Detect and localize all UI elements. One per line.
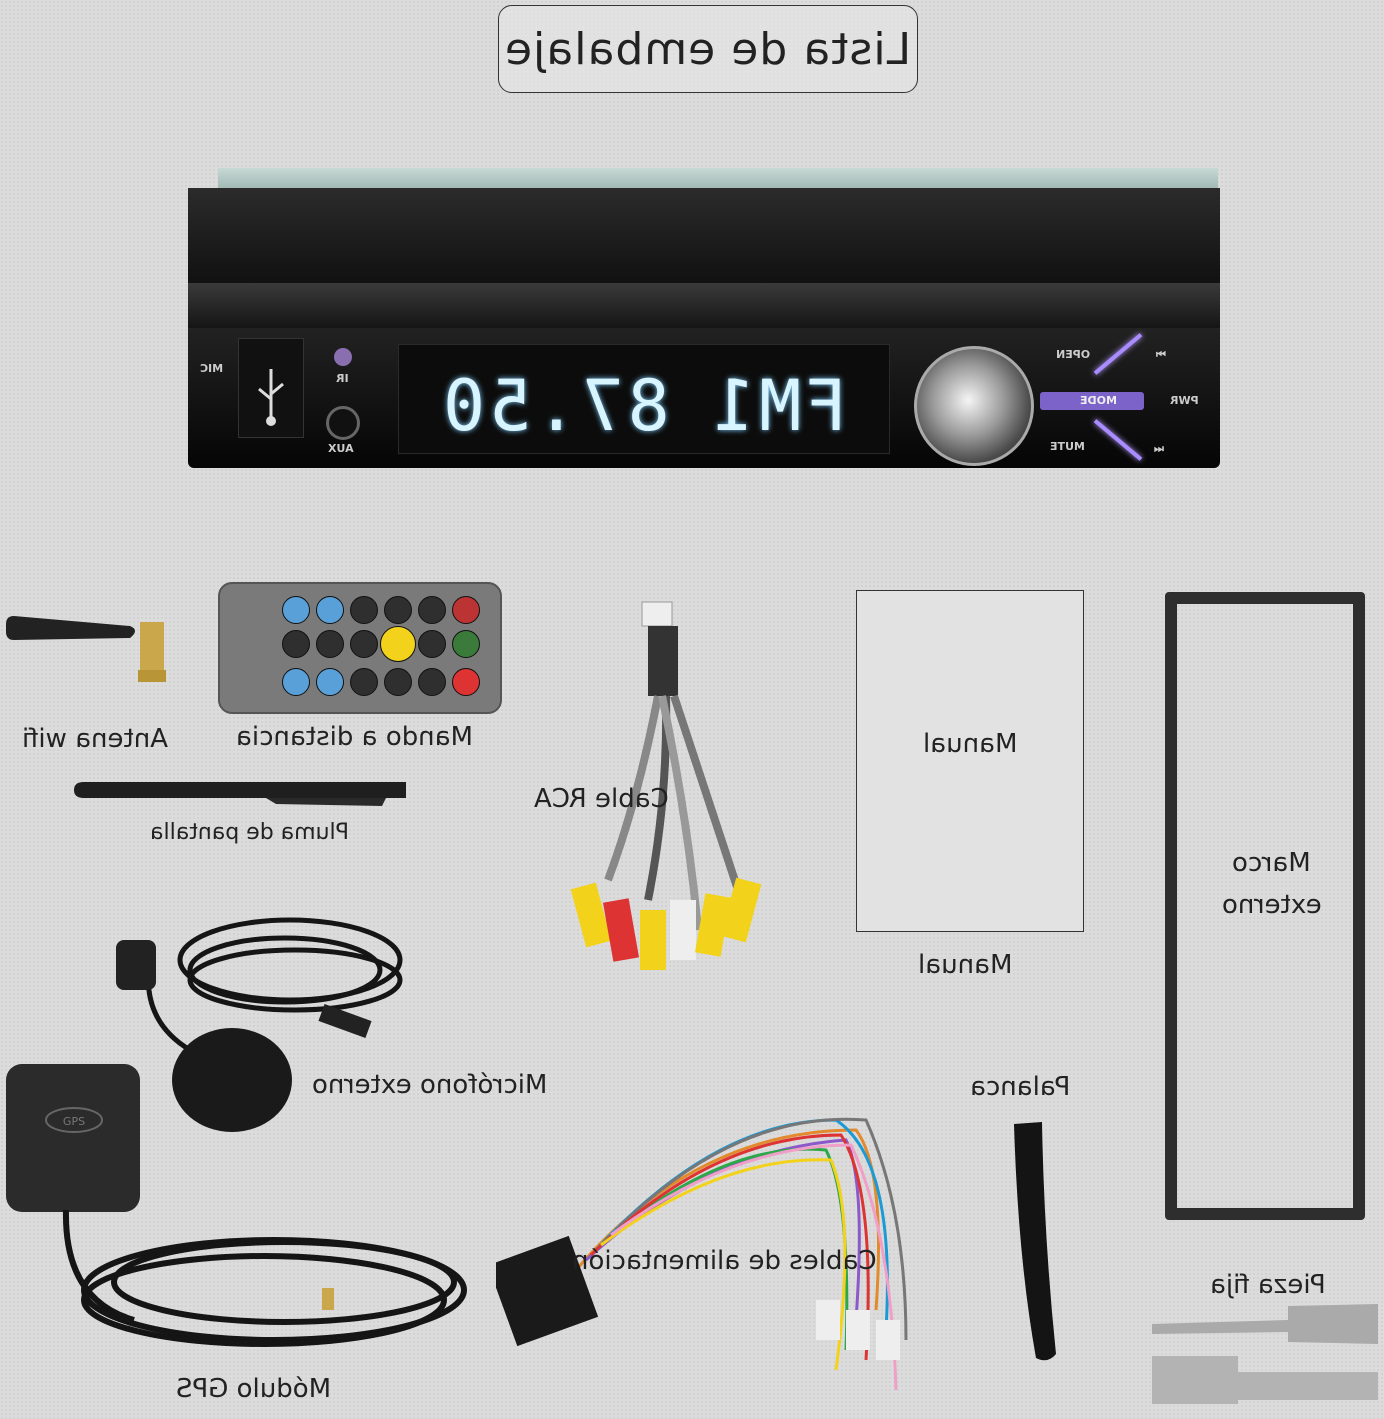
band-readout: FM1 [709, 365, 848, 447]
power-cables-image [496, 1117, 908, 1391]
microphone-image [116, 917, 403, 1132]
rca-label: Cable RCA [534, 784, 669, 814]
aux-jack[interactable] [326, 406, 360, 440]
gps-logo: GPS [63, 1115, 85, 1128]
next-track-button[interactable]: ⏭ [1154, 442, 1164, 455]
power-button[interactable]: PWR [1170, 394, 1199, 407]
frame-label-line1: Marco [1232, 848, 1311, 878]
lcd-display: 87.50 FM1 [398, 344, 890, 454]
fixing-piece-label: Pieza fija [1210, 1270, 1326, 1300]
ir-sensor [334, 348, 352, 366]
wifi-antenna-image [6, 616, 166, 682]
rca-cable-image [570, 601, 762, 970]
lever-image [1014, 1122, 1056, 1361]
mute-button[interactable]: MUTE [1050, 440, 1085, 453]
manual-sheet: Manual [856, 590, 1084, 932]
fixing-piece-image [1152, 1304, 1378, 1404]
remote-control-image [218, 582, 502, 714]
usb-icon [258, 369, 284, 426]
power-cables-label: Cables de alimentación [572, 1246, 877, 1276]
mute-light [1093, 419, 1143, 461]
stylus-label: Pluma de pantalla [150, 820, 349, 845]
aux-label: AUX [328, 442, 354, 455]
gps-module-image: GPS [6, 1064, 467, 1347]
stylus-pen-image [74, 782, 406, 806]
gps-label: Módulo GPS [176, 1374, 332, 1404]
screen-glass [218, 168, 1218, 190]
remote-label: Mando a distancia [236, 722, 474, 752]
stereo-flap [188, 283, 1220, 333]
open-light [1093, 333, 1143, 375]
page-title-text: Lista de embalaje [504, 23, 912, 75]
frame-label-line2: externo [1222, 890, 1322, 920]
stereo-faceplate: MIC IR AUX 87.50 FM1 OPEN ⏮ MODE P [188, 328, 1220, 468]
manual-sheet-text: Manual [923, 729, 1018, 759]
ir-label: IR [336, 372, 349, 385]
car-stereo-unit: MIC IR AUX 87.50 FM1 OPEN ⏮ MODE P [188, 168, 1220, 468]
volume-knob[interactable] [914, 346, 1034, 466]
usb-port[interactable] [238, 338, 304, 438]
antenna-label: Antena wifi [22, 724, 168, 754]
external-frame-image [1165, 592, 1365, 1220]
open-button[interactable]: OPEN [1056, 348, 1091, 361]
page-title: Lista de embalaje [498, 5, 918, 93]
lever-label: Palanca [970, 1072, 1071, 1102]
manual-label: Manual [918, 950, 1013, 980]
prev-track-button[interactable]: ⏮ [1156, 348, 1166, 361]
stereo-top-body [188, 188, 1220, 298]
frequency-readout: 87.50 [439, 365, 670, 447]
mic-label: MIC [200, 362, 224, 375]
mode-button[interactable]: MODE [1040, 392, 1144, 410]
